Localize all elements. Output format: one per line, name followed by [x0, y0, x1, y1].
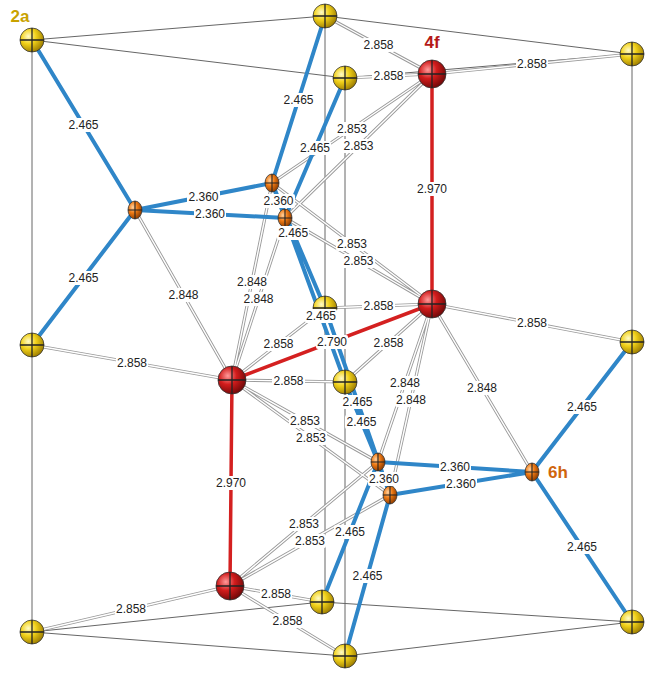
- bond-length: 2.858: [372, 336, 404, 350]
- bond-length: 2.360: [194, 207, 226, 221]
- bond-length: 2.858: [272, 374, 304, 388]
- bond-length: 2.848: [389, 376, 421, 390]
- bond-length: 2.360: [368, 472, 400, 486]
- site-label: 2a: [10, 7, 31, 26]
- bond-length: 2.858: [260, 587, 292, 601]
- bond-grey-core: [32, 16, 632, 656]
- bond-length: 2.853: [288, 517, 320, 531]
- bond-length: 2.858: [262, 337, 294, 351]
- bond-grey: [32, 16, 632, 656]
- bond-length: 2.853: [294, 534, 326, 548]
- bond-length: 2.360: [262, 194, 294, 208]
- bond-length: 2.360: [445, 477, 477, 491]
- bond-length: 2.853: [295, 431, 327, 445]
- bond-blue: [32, 16, 632, 656]
- bond-length: 2.465: [277, 226, 309, 240]
- bond-length: 2.848: [242, 292, 274, 306]
- bond-length: 2.790: [316, 335, 348, 349]
- bond-length: 2.360: [187, 190, 219, 204]
- bond-length: 2.465: [299, 141, 331, 155]
- bond-length: 2.858: [271, 614, 303, 628]
- bond-length: 2.848: [167, 288, 199, 302]
- bond-length: 2.858: [516, 316, 548, 330]
- bond-length: 2.465: [282, 93, 314, 107]
- bond-red: [230, 74, 432, 586]
- bond-length: 2.853: [342, 139, 374, 153]
- bond-length: 2.360: [439, 460, 471, 474]
- bond-length: 2.465: [351, 569, 383, 583]
- bond-length: 2.853: [336, 237, 368, 251]
- bond-length: 2.853: [336, 122, 368, 136]
- bond-length: 2.465: [341, 395, 373, 409]
- bond-length: 2.858: [116, 356, 148, 370]
- bond-length: 2.858: [516, 57, 548, 71]
- site-label: 4f: [423, 33, 440, 52]
- bond-length: 2.465: [334, 525, 366, 539]
- bond-length: 2.465: [566, 400, 598, 414]
- bond-length: 2.858: [362, 299, 394, 313]
- bond-length: 2.858: [362, 38, 394, 52]
- site-label: 6h: [547, 463, 569, 482]
- bond-length: 2.848: [395, 393, 427, 407]
- bond-length: 2.970: [416, 182, 448, 196]
- bond-length: 2.465: [305, 309, 337, 323]
- bond-length: 2.465: [345, 415, 377, 429]
- bond-length: 2.853: [342, 254, 374, 268]
- bond-length: 2.465: [566, 540, 598, 554]
- bond-length: 2.465: [67, 118, 99, 132]
- atoms: [20, 4, 644, 668]
- bond-length: 2.853: [289, 414, 321, 428]
- bond-length: 2.970: [215, 476, 247, 490]
- bond-length: 2.858: [115, 602, 147, 616]
- unit-cell: [32, 16, 632, 656]
- bond-length: 2.848: [236, 275, 268, 289]
- bond-length: 2.465: [67, 271, 99, 285]
- bond-length: 2.848: [466, 381, 498, 395]
- bond-length: 2.858: [372, 69, 404, 83]
